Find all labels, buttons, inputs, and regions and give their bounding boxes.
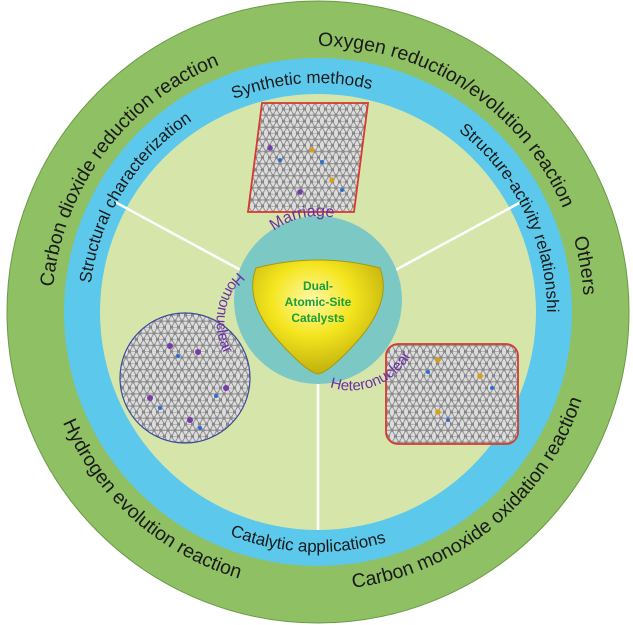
- center-line-1: Dual-: [303, 279, 333, 293]
- center-line-3: Catalysts: [291, 311, 345, 325]
- rhombus-lattice-inset: [246, 102, 370, 213]
- center-line-2: Atomic-Site: [285, 295, 352, 309]
- square-lattice-inset: [385, 343, 519, 445]
- core-shield: [252, 259, 384, 375]
- circle-lattice-inset: [119, 312, 251, 444]
